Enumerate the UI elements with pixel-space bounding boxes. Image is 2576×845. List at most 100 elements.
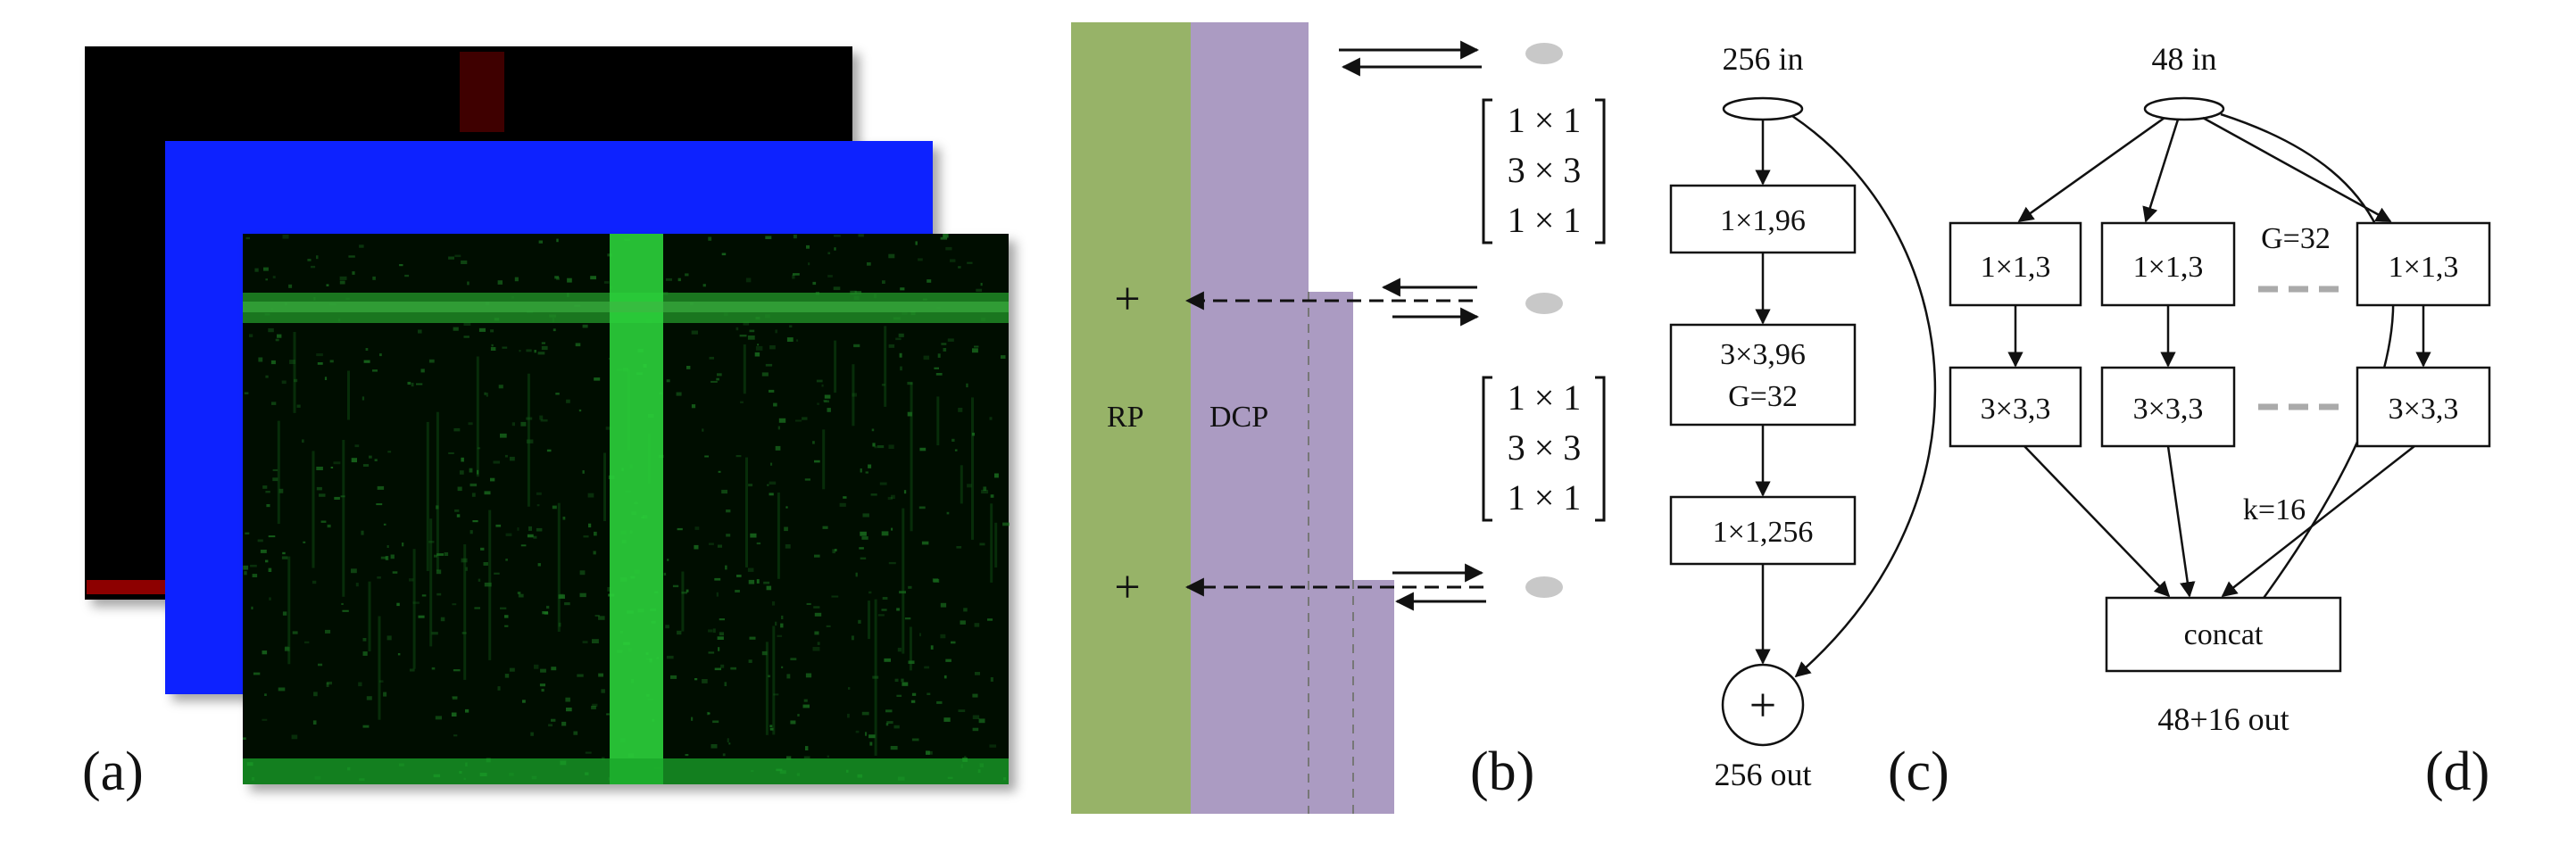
noise-speck bbox=[262, 485, 268, 489]
noise-speck bbox=[467, 281, 469, 286]
noise-speck bbox=[254, 268, 259, 272]
noise-speck bbox=[868, 464, 872, 468]
noise-speck bbox=[792, 274, 795, 279]
noise-speck bbox=[407, 381, 411, 385]
noise-speck bbox=[253, 672, 261, 675]
noise-streak bbox=[368, 581, 371, 652]
noise-speck bbox=[577, 674, 584, 677]
noise-speck bbox=[812, 441, 815, 444]
noise-speck bbox=[691, 404, 696, 409]
noise-speck bbox=[606, 713, 610, 716]
noise-speck bbox=[469, 483, 478, 487]
rp-bar bbox=[1071, 22, 1191, 814]
noise-speck bbox=[444, 552, 449, 556]
noise-speck bbox=[579, 592, 586, 598]
noise-speck bbox=[735, 590, 740, 592]
noise-speck bbox=[720, 664, 725, 668]
noise-speck bbox=[533, 535, 537, 539]
noise-speck bbox=[434, 554, 438, 558]
noise-speck bbox=[858, 619, 861, 624]
noise-speck bbox=[431, 632, 438, 635]
noise-speck bbox=[832, 549, 835, 554]
noise-speck bbox=[881, 384, 885, 386]
noise-speck bbox=[888, 561, 896, 565]
noise-speck bbox=[786, 674, 791, 679]
noise-speck bbox=[754, 352, 760, 357]
noise-speck bbox=[265, 491, 270, 493]
noise-speck bbox=[918, 506, 926, 509]
dcp-stepped-bar bbox=[1191, 22, 1394, 814]
noise-speck bbox=[304, 641, 310, 644]
noise-speck bbox=[511, 422, 515, 427]
noise-speck bbox=[579, 570, 586, 576]
noise-speck bbox=[562, 517, 566, 520]
noise-speck bbox=[454, 254, 461, 258]
noise-speck bbox=[972, 693, 978, 698]
noise-speck bbox=[383, 523, 386, 526]
noise-speck bbox=[775, 445, 781, 451]
noise-speck bbox=[565, 697, 570, 702]
noise-speck bbox=[908, 660, 915, 664]
noise-speck bbox=[769, 725, 773, 727]
noise-speck bbox=[469, 530, 473, 534]
noise-speck bbox=[490, 347, 496, 351]
noise-speck bbox=[265, 375, 269, 378]
noise-speck bbox=[860, 468, 862, 473]
noise-speck bbox=[686, 366, 691, 369]
noise-speck bbox=[526, 439, 534, 443]
green-bottom-band bbox=[243, 758, 1009, 784]
noise-speck bbox=[268, 535, 276, 538]
noise-speck bbox=[436, 569, 442, 575]
noise-streak bbox=[347, 370, 350, 420]
green-horizontal-band-core bbox=[243, 302, 1009, 312]
noise-speck bbox=[824, 394, 831, 399]
noise-speck bbox=[530, 732, 534, 736]
noise-speck bbox=[1001, 355, 1006, 359]
noise-speck bbox=[736, 575, 742, 577]
noise-speck bbox=[827, 408, 831, 412]
noise-speck bbox=[296, 404, 301, 408]
noise-speck bbox=[726, 534, 731, 537]
noise-streak bbox=[834, 340, 837, 394]
noise-streak bbox=[378, 616, 381, 720]
noise-speck bbox=[855, 572, 858, 576]
dcp-label: DCP bbox=[1209, 401, 1268, 434]
noise-speck bbox=[244, 392, 249, 394]
noise-speck bbox=[718, 647, 720, 651]
noise-speck bbox=[785, 544, 791, 549]
noise-speck bbox=[500, 607, 507, 609]
noise-speck bbox=[718, 470, 721, 473]
noise-speck bbox=[730, 667, 736, 670]
noise-streak bbox=[426, 421, 429, 571]
noise-speck bbox=[926, 750, 930, 755]
noise-speck bbox=[834, 235, 841, 237]
noise-speck bbox=[536, 527, 543, 532]
noise-speck bbox=[911, 738, 919, 741]
noise-speck bbox=[316, 353, 323, 357]
noise-speck bbox=[281, 380, 287, 385]
noise-speck bbox=[803, 756, 810, 759]
noise-speck bbox=[709, 356, 714, 360]
noise-speck bbox=[319, 493, 326, 497]
branch2-conv-3x3 bbox=[2100, 366, 2236, 448]
noise-speck bbox=[541, 688, 544, 692]
noise-speck bbox=[831, 595, 839, 598]
noise-speck bbox=[418, 615, 425, 618]
noise-speck bbox=[803, 699, 808, 702]
noise-speck bbox=[940, 602, 947, 608]
noise-speck bbox=[435, 716, 442, 720]
noise-speck bbox=[544, 612, 549, 615]
noise-speck bbox=[685, 273, 689, 277]
noise-speck bbox=[677, 630, 682, 635]
noise-speck bbox=[461, 457, 464, 462]
noise-speck bbox=[282, 611, 287, 616]
noise-speck bbox=[960, 620, 966, 625]
noise-speck bbox=[461, 260, 468, 264]
noise-speck bbox=[385, 556, 389, 560]
noise-speck bbox=[546, 449, 552, 452]
noise-speck bbox=[502, 346, 508, 349]
noise-speck bbox=[284, 647, 290, 651]
noise-speck bbox=[493, 460, 500, 464]
noise-speck bbox=[770, 462, 773, 466]
noise-speck bbox=[504, 674, 510, 678]
